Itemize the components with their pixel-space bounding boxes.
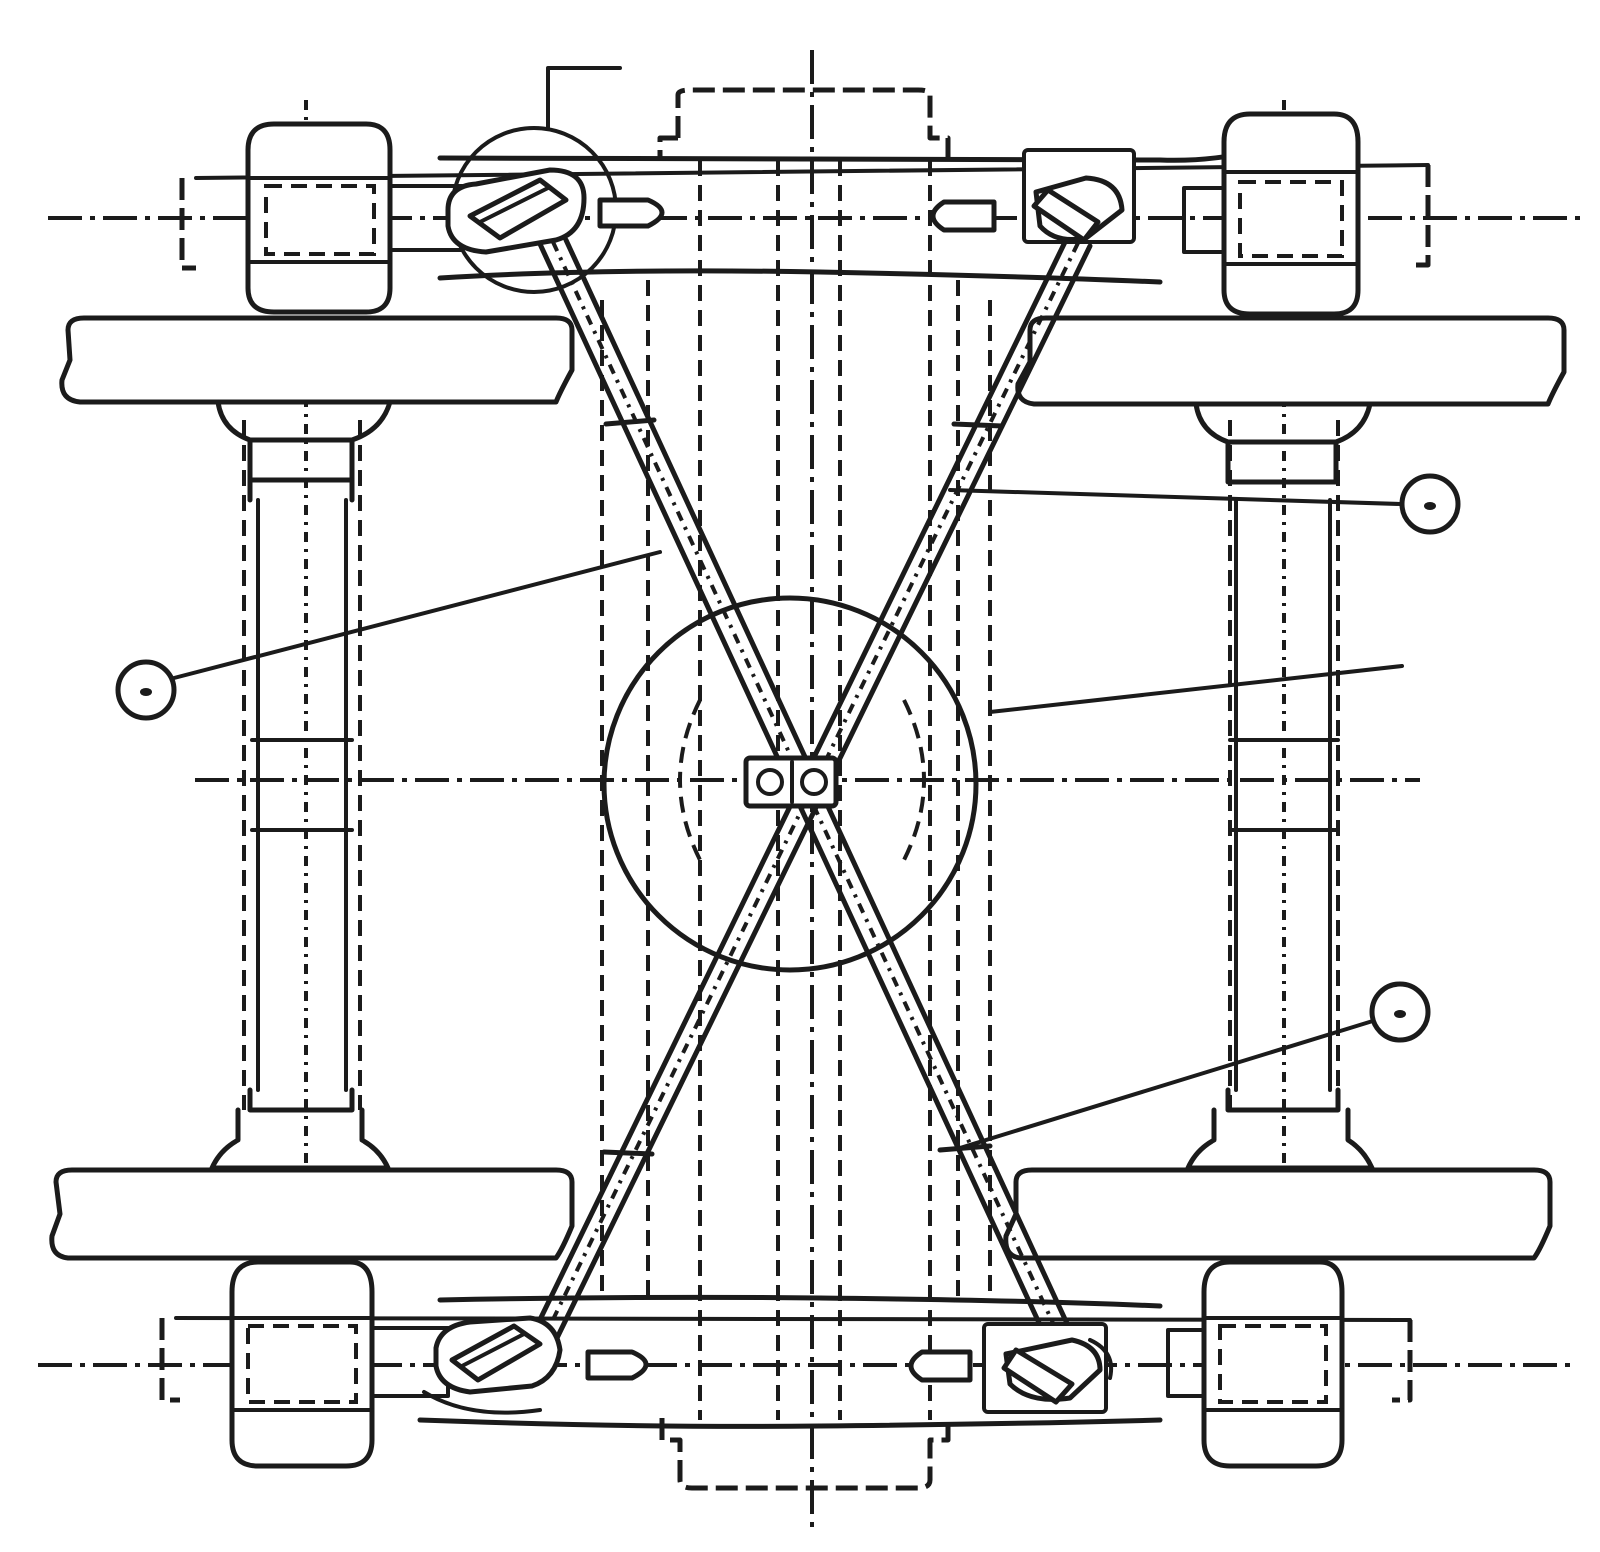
brace-bracket-bottom-right (908, 1322, 1113, 1414)
wheelset-top (59, 315, 1567, 503)
callout-bubble-right-lower (1369, 981, 1431, 1043)
center-plate (601, 595, 979, 973)
wheelset-bottom (49, 1087, 1553, 1261)
callout-bubble-right-upper (1399, 473, 1461, 535)
center-clamp (743, 755, 839, 809)
callout-bubble-left-middle (115, 659, 177, 721)
brace-bracket-top-left (445, 126, 665, 294)
brace-bracket-top-right (930, 148, 1136, 244)
axle-box-bottom-left (229, 1259, 375, 1469)
hidden-frame-lines (242, 87, 1340, 1491)
axle-right (1228, 498, 1340, 1092)
axle-box-top-left (245, 121, 393, 315)
leader-lines (172, 66, 1404, 1150)
brace-bracket-bottom-left (422, 1315, 649, 1415)
axle-box-top-right (1221, 111, 1361, 317)
axle-left (250, 498, 354, 1092)
axle-box-bottom-right (1201, 1259, 1345, 1469)
